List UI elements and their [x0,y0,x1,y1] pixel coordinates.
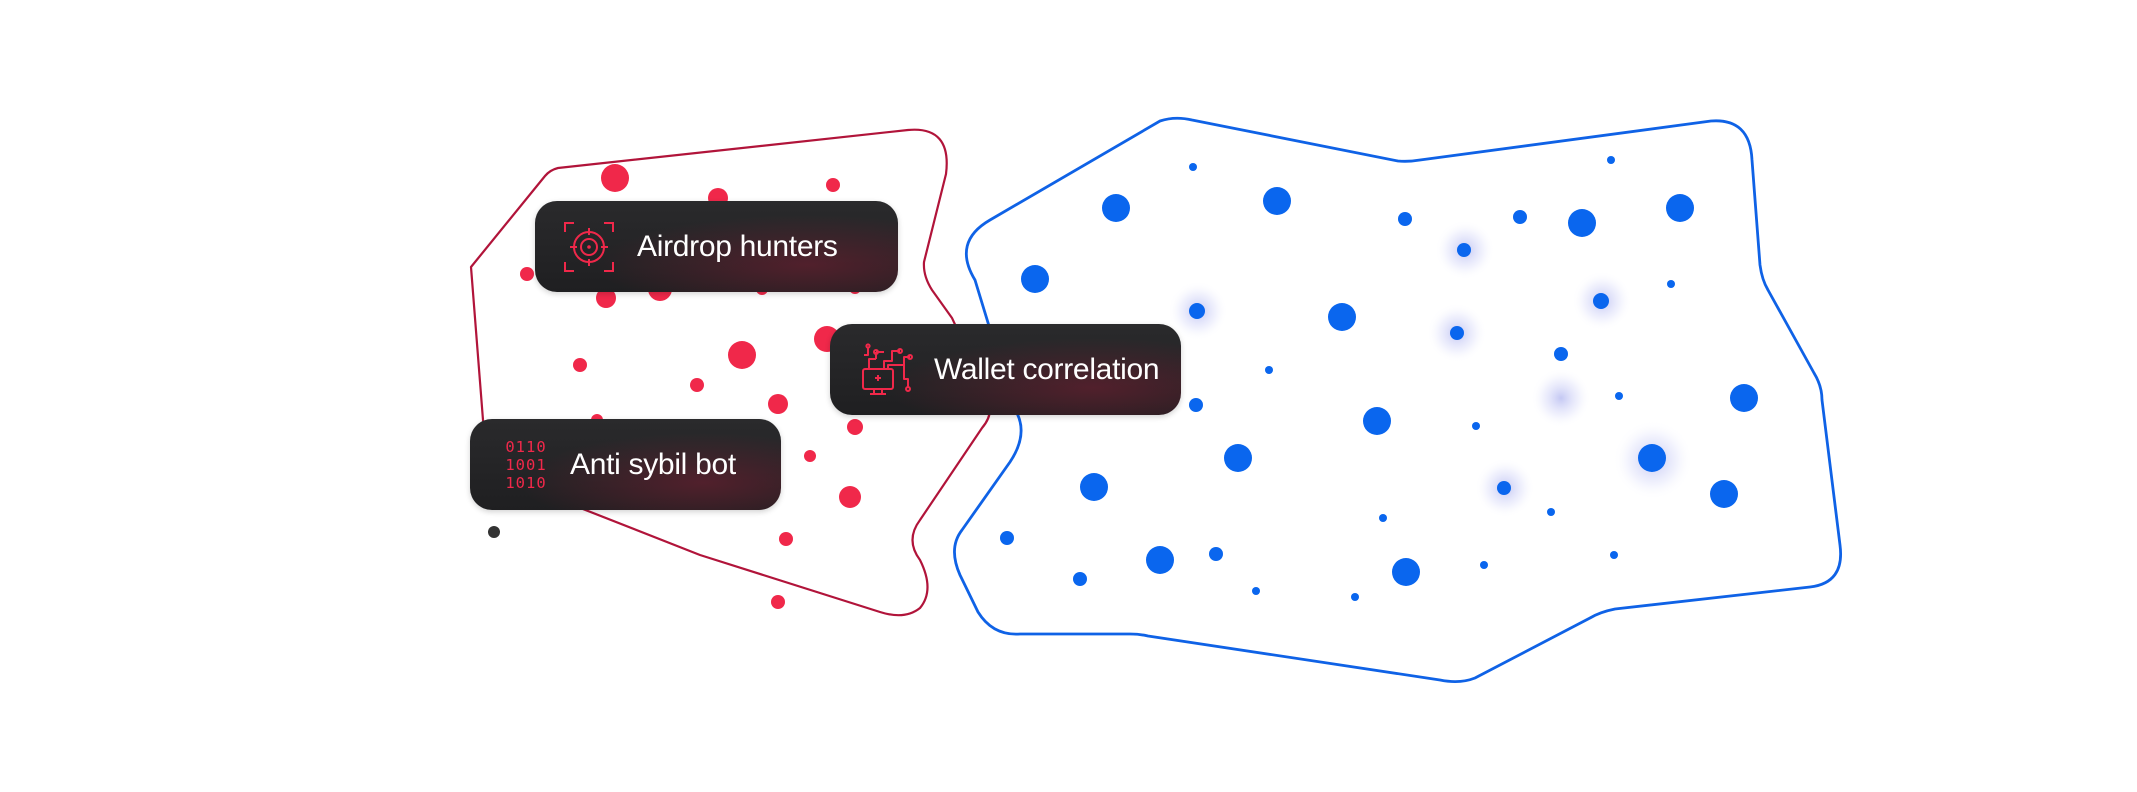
airdrop-hunters-label: Airdrop hunters [637,229,838,263]
blue-node-dot [1102,194,1130,222]
blue-node-dot [1263,187,1291,215]
blue-node-dot [1607,156,1615,164]
blue-node-dot [1710,480,1738,508]
blue-node-dot [1513,210,1527,224]
blue-node-dot [1497,481,1511,495]
red-node-dot [573,358,587,372]
blue-node-dot [1021,265,1049,293]
red-node-dot [814,326,840,352]
blue-node-dot [1080,473,1108,501]
blue-node-dot [1610,551,1618,559]
blue-node-dot [1457,243,1471,257]
blue-node-dot [1398,212,1412,226]
red-node-dot [728,341,756,369]
binary-code-icon: 0110 1001 1010 [498,438,554,492]
blue-node-dot [1392,558,1420,586]
anti-sybil-bot-label: Anti sybil bot [570,447,736,481]
red-node-dot [804,450,816,462]
blue-node-dot [1265,366,1273,374]
blue-node-dot [1593,293,1609,309]
circuit-monitor-icon [860,342,914,397]
blue-node-dot [1189,398,1203,412]
blue-node-halo [1531,368,1591,428]
blue-node-dot [1224,444,1252,472]
red-node-dot [596,288,616,308]
blue-node-dot [1252,587,1260,595]
blue-node-dot [1547,508,1555,516]
blue-cluster-outline [953,116,1843,683]
red-node-dot [779,532,793,546]
blue-node-dot [1554,347,1568,361]
blue-node-dot [1450,326,1464,340]
red-node-dot [847,419,863,435]
blue-node-dot [1730,384,1758,412]
red-node-dot [601,164,629,192]
blue-node-dot [1209,547,1223,561]
blue-node-dot [1472,422,1480,430]
anti-sybil-bot-tag: 0110 1001 1010 Anti sybil bot [470,419,781,510]
blue-node-dot [1189,163,1197,171]
crosshair-target-icon [563,221,615,273]
blue-node-dot [1189,303,1205,319]
blue-node-dot [1363,407,1391,435]
blue-node-dot [1568,209,1596,237]
blue-node-dot [1638,444,1666,472]
blue-node-dot [1146,546,1174,574]
blue-dots-group [1000,156,1758,601]
red-cluster-outline [469,128,992,617]
blue-node-dot [1351,593,1359,601]
blue-node-dot [1379,514,1387,522]
blue-node-dot [1073,572,1087,586]
wallet-correlation-label: Wallet correlation [934,352,1160,386]
red-node-dot [690,378,704,392]
blue-node-dot [1000,531,1014,545]
red-node-dot [520,267,534,281]
binary-row: 1001 [505,455,547,474]
blue-node-dot [1667,280,1675,288]
stray-dark-dot [488,526,500,538]
red-node-dot [839,486,861,508]
blue-node-dot [1615,392,1623,400]
binary-row: 0110 [505,437,547,456]
wallet-correlation-tag: Wallet correlation [830,324,1181,415]
red-node-dot [826,178,840,192]
blue-node-dot [1666,194,1694,222]
blue-node-dot [1328,303,1356,331]
blue-node-dot [1480,561,1488,569]
binary-row: 1010 [505,473,547,492]
airdrop-hunters-tag: Airdrop hunters [535,201,898,292]
blue-dot-halos [1168,220,1693,518]
red-node-dot [771,595,785,609]
red-node-dot [768,394,788,414]
